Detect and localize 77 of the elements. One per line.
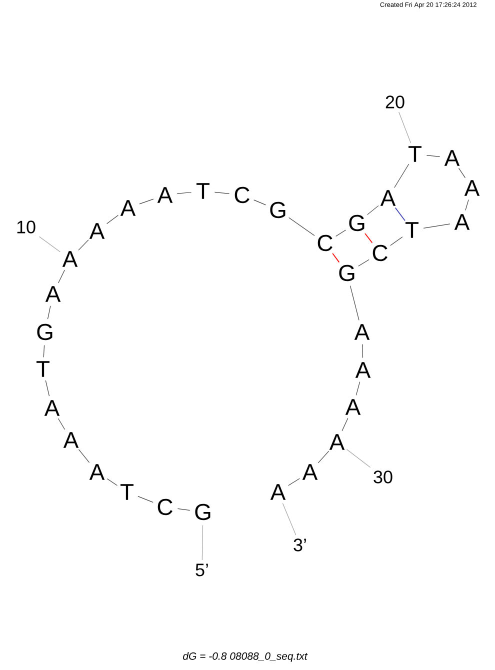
backbone-line [350, 286, 360, 320]
backbone-line [362, 344, 363, 358]
caption: dG = -0.8 08088_0_seq.txt [183, 652, 308, 662]
nucleotide-letter: G [195, 504, 210, 520]
nucleotide-letter: T [120, 484, 134, 500]
nucleotide-letter: G [37, 324, 52, 340]
nucleotide-letter: A [270, 484, 286, 500]
position-number: 30 [374, 470, 392, 484]
nucleotide-letter: T [405, 222, 418, 238]
backbone-line [43, 344, 45, 358]
nucleotide-letter: A [444, 150, 460, 166]
backbone-line [390, 236, 403, 246]
backbone-line [465, 199, 469, 211]
nucleotide-letter: A [380, 190, 396, 206]
base-pair-line [394, 207, 406, 222]
nucleotide-letter: G [270, 202, 286, 218]
backbone-line [106, 478, 118, 486]
leader-line [282, 502, 296, 536]
nucleotide-letter: A [89, 464, 105, 480]
backbone-line [458, 168, 466, 178]
base-pair-line [332, 252, 340, 263]
position-number: 10 [17, 220, 36, 234]
nucleotide-letter: A [44, 400, 60, 416]
backbone-line [426, 154, 440, 157]
backbone-line [47, 306, 51, 320]
base-pair-line [364, 233, 373, 244]
nucleotide-letter: A [120, 200, 136, 216]
nucleotide-letter: C [318, 234, 332, 252]
strand-end-label: 3’ [294, 538, 306, 552]
nucleotide-letter: C [372, 244, 388, 262]
leader-line [398, 112, 412, 144]
backbone-line [78, 240, 89, 251]
backbone-line [318, 450, 330, 464]
leader-line [38, 236, 60, 252]
backbone-line [342, 418, 348, 432]
nucleotide-letter: C [234, 186, 250, 204]
nucleotide-letter: A [345, 399, 361, 415]
backbone-line [214, 192, 230, 194]
backbone-line [367, 205, 379, 215]
backbone-line [358, 259, 370, 266]
nucleotide-letter: A [354, 324, 370, 340]
backbone-line [58, 418, 66, 430]
nucleotide-letter: A [62, 251, 78, 267]
backbone-line [58, 270, 65, 284]
backbone-line [177, 508, 190, 511]
backbone-line [288, 217, 315, 236]
backbone-line [254, 200, 266, 206]
backbone-line [423, 224, 450, 228]
nucleotide-letter: G [349, 214, 364, 232]
backbone-line [106, 214, 118, 224]
backbone-line [78, 449, 90, 463]
nucleotide-letter: G [339, 264, 354, 282]
backbone-line [356, 382, 360, 396]
nucleotide-letter: A [63, 432, 79, 448]
nucleotide-letter: A [355, 362, 371, 378]
nucleotide-letter: A [454, 214, 470, 230]
backbone-line [139, 198, 154, 204]
strand-end-label: 5’ [196, 564, 208, 576]
backbone-line [176, 192, 192, 194]
nucleotide-letter: A [157, 187, 173, 203]
backbone-line [394, 164, 410, 188]
backbone-line [138, 496, 154, 503]
leader-line [202, 524, 204, 560]
nucleotide-letter: A [89, 223, 105, 239]
nucleotide-letter: T [408, 146, 422, 162]
backbone-line [45, 380, 50, 396]
leader-line [346, 449, 371, 468]
nucleotide-letter: A [302, 464, 318, 480]
backbone-line [336, 230, 346, 237]
backbone-line [288, 478, 300, 486]
nucleotide-letter: T [196, 183, 210, 199]
nucleotide-letter: A [464, 180, 480, 196]
position-number: 20 [386, 96, 404, 108]
nucleotide-letter: C [158, 498, 172, 516]
nucleotide-letter: A [45, 286, 61, 302]
nucleotide-letter: A [329, 434, 345, 450]
nucleotide-letter: T [36, 361, 50, 377]
